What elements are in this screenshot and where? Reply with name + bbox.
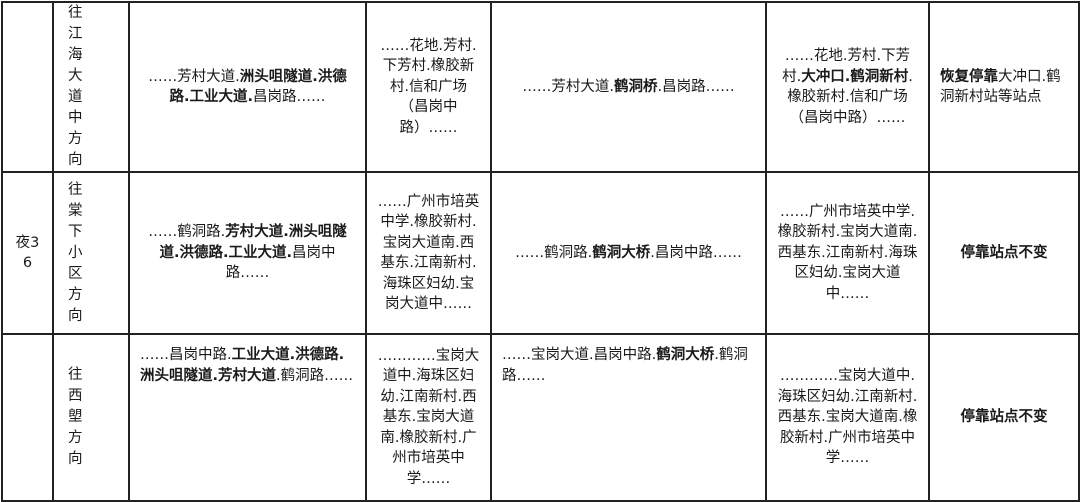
direction-text: 往江海大道中方向 bbox=[68, 5, 99, 168]
stop-note-segment: 大冲口.鹤洞新村站等站点 bbox=[940, 68, 1061, 106]
adjusted-route-segment: 鹤洞桥 bbox=[614, 78, 658, 95]
table-row: 往江海大道中方向……芳村大道.洲头咀隧道.洪德路.工业大道.昌岗路…………花地.… bbox=[1, 1, 1080, 173]
direction-cell: 往棠下小区方向 bbox=[52, 171, 130, 335]
original-route-segment: 昌岗路…… bbox=[253, 89, 326, 105]
adjusted-stops-segment: ……广州市培英中学.橡胶新村.宝岗大道南.西基东.江南新村.海珠区妇幼.宝岗大道… bbox=[777, 203, 918, 302]
adjusted-route-segment: 鹤洞大桥 bbox=[592, 244, 651, 261]
original-route-segment: ……鹤洞路. bbox=[148, 224, 226, 241]
adjusted-route-segment: ……鹤洞路. bbox=[515, 244, 593, 261]
route-number-cell bbox=[1, 333, 54, 502]
original-route-cell: ……芳村大道.洲头咀隧道.洪德路.工业大道.昌岗路…… bbox=[128, 1, 367, 173]
original-route-segment: .鹤洞路…… bbox=[276, 367, 354, 384]
adjusted-route-segment: ……芳村大道. bbox=[522, 78, 614, 95]
original-route-segment: ……昌岗中路. bbox=[140, 347, 232, 363]
route-number: 夜36 bbox=[15, 234, 40, 272]
adjusted-route-cell: ……芳村大道.鹤洞桥.昌岗路…… bbox=[490, 1, 767, 173]
stop-note-segment: 停靠站点不变 bbox=[960, 409, 1048, 426]
original-route-segment: ……芳村大道. bbox=[148, 68, 240, 85]
adjusted-route-segment: .昌岗中路…… bbox=[650, 244, 742, 261]
adjusted-route-segment: 鹤洞大桥 bbox=[656, 347, 715, 363]
original-route-segment: 昌岗中路…… bbox=[225, 244, 336, 282]
direction-text: 往西塱方向 bbox=[68, 367, 99, 467]
original-route-segment: 洲头咀隧道.洪德路.工业大道. bbox=[169, 68, 347, 106]
stop-note-segment: 停靠站点不变 bbox=[960, 244, 1048, 261]
adjusted-stops-segment: .橡胶新村.信和广场（昌岗中路）…… bbox=[787, 68, 913, 126]
adjusted-route-segment: .昌岗路…… bbox=[657, 78, 735, 95]
adjusted-stops-cell: ……花地.芳村.下芳村.大冲口.鹤洞新村.橡胶新村.信和广场（昌岗中路）…… bbox=[765, 1, 930, 173]
adjusted-stops-segment: ……花地.芳村.下芳村. bbox=[782, 48, 911, 85]
original-stops-segment: ……广州市培英中学.橡胶新村.宝岗大道南.西基东.江南新村.海珠区妇幼.宝岗大道… bbox=[377, 193, 480, 313]
adjusted-stops-cell: …………宝岗大道中.海珠区妇幼.江南新村.西基东.宝岗大道南.橡胶新村.广州市培… bbox=[765, 333, 930, 502]
adjusted-stops-segment: …………宝岗大道中.海珠区妇幼.江南新村.西基东.宝岗大道南.橡胶新村.广州市培… bbox=[777, 368, 918, 467]
stop-note-segment: 恢复停靠 bbox=[940, 68, 998, 85]
original-stops-segment: ……花地.芳村.下芳村.橡胶新村.信和广场（昌岗中路）…… bbox=[380, 37, 477, 136]
adjusted-route-segment: ……宝岗大道.昌岗中路. bbox=[502, 347, 657, 363]
adjusted-stops-cell: ……广州市培英中学.橡胶新村.宝岗大道南.西基东.江南新村.海珠区妇幼.宝岗大道… bbox=[765, 171, 930, 335]
adjusted-route-cell: ……鹤洞路.鹤洞大桥.昌岗中路…… bbox=[490, 171, 767, 335]
original-stops-cell: ……广州市培英中学.橡胶新村.宝岗大道南.西基东.江南新村.海珠区妇幼.宝岗大道… bbox=[365, 171, 492, 335]
original-stops-cell: ……花地.芳村.下芳村.橡胶新村.信和广场（昌岗中路）…… bbox=[365, 1, 492, 173]
stop-note-cell: 停靠站点不变 bbox=[928, 171, 1080, 335]
original-route-cell: ……昌岗中路.工业大道.洪德路.洲头咀隧道.芳村大道.鹤洞路…… bbox=[128, 333, 367, 502]
stop-note-cell: 恢复停靠大冲口.鹤洞新村站等站点 bbox=[928, 1, 1080, 173]
original-stops-segment: …………宝岗大道中.海珠区妇幼.江南新村.西基东.宝岗大道南.橡胶新村.广州市培… bbox=[377, 347, 480, 487]
route-number-cell: 夜36 bbox=[1, 171, 54, 335]
original-route-cell: ……鹤洞路.芳村大道.洲头咀隧道.洪德路.工业大道.昌岗中路…… bbox=[128, 171, 367, 335]
direction-cell: 往江海大道中方向 bbox=[52, 1, 130, 173]
original-stops-cell: …………宝岗大道中.海珠区妇幼.江南新村.西基东.宝岗大道南.橡胶新村.广州市培… bbox=[365, 333, 492, 502]
original-route-segment: 芳村大道.洲头咀隧道.洪德路.工业大道. bbox=[159, 224, 347, 261]
adjusted-stops-segment: 大冲口.鹤洞新村 bbox=[801, 68, 909, 85]
direction-text: 往棠下小区方向 bbox=[68, 181, 99, 324]
route-number-cell bbox=[1, 1, 54, 173]
stop-note-cell: 停靠站点不变 bbox=[928, 333, 1080, 502]
adjusted-route-cell: ……宝岗大道.昌岗中路.鹤洞大桥.鹤洞路…… bbox=[490, 333, 767, 502]
original-route-segment: 工业大道.洪德路.洲头咀隧道.芳村大道 bbox=[140, 347, 345, 384]
table-row: 往西塱方向……昌岗中路.工业大道.洪德路.洲头咀隧道.芳村大道.鹤洞路……………… bbox=[1, 333, 1080, 502]
adjusted-route-segment: .鹤洞路…… bbox=[502, 347, 748, 384]
direction-cell: 往西塱方向 bbox=[52, 333, 130, 502]
